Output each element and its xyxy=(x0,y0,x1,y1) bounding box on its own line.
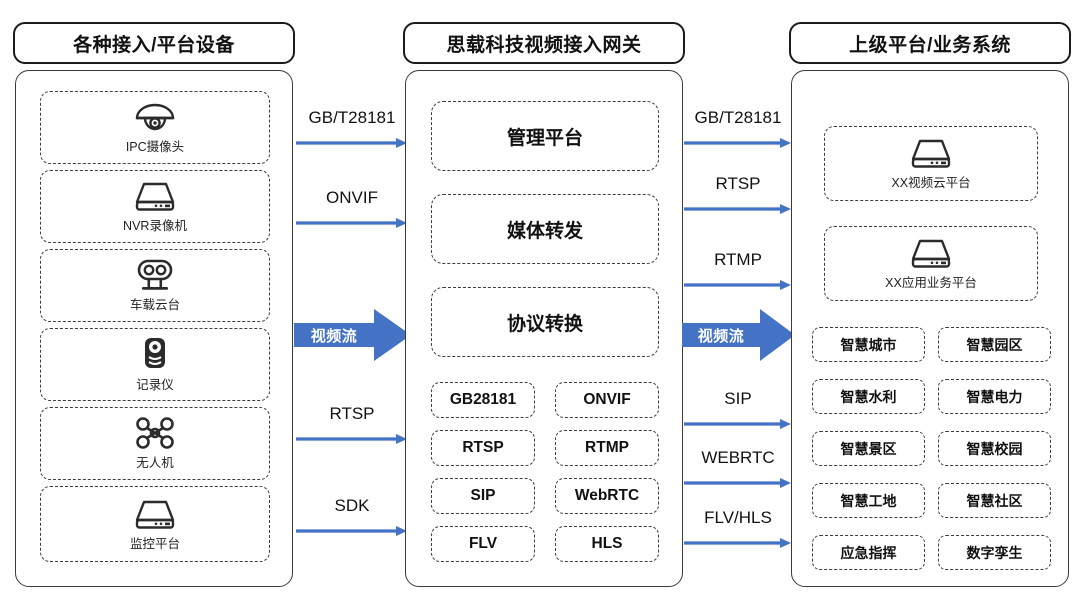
left-column-body: IPC摄像头 NVR录像机 xyxy=(15,70,293,587)
gateway-feature-protocol-convert[interactable]: 协议转换 xyxy=(431,287,659,357)
dome-camera-icon xyxy=(133,100,177,134)
server-platform-icon xyxy=(908,136,954,170)
right-column-header: 上级平台/业务系统 xyxy=(789,22,1071,64)
scenario-smart-park[interactable]: 智慧园区 xyxy=(938,327,1051,362)
body-recorder-icon xyxy=(138,336,172,372)
scenario-label: 智慧城市 xyxy=(840,336,897,353)
nvr-recorder-icon xyxy=(132,179,178,213)
protocol-label: FLV xyxy=(468,535,498,552)
gateway-protocol-onvif[interactable]: ONVIF xyxy=(555,382,659,418)
egress-flow-label-6: FLV/HLS xyxy=(704,508,772,527)
platform-card-video-cloud[interactable]: XX视频云平台 xyxy=(824,126,1038,201)
device-card-nvr[interactable]: NVR录像机 xyxy=(40,170,270,243)
scenario-smart-construction[interactable]: 智慧工地 xyxy=(812,483,925,518)
right-column-title: 上级平台/业务系统 xyxy=(849,34,1011,56)
left-column-title: 各种接入/平台设备 xyxy=(73,34,235,56)
device-label: 监控平台 xyxy=(129,536,180,551)
platform-card-application-business[interactable]: XX应用业务平台 xyxy=(824,226,1038,301)
scenario-smart-water[interactable]: 智慧水利 xyxy=(812,379,925,414)
ingress-flow-label-3: RTSP xyxy=(329,404,375,423)
device-label: 无人机 xyxy=(136,456,174,470)
ingress-flow-label-video-stream: 视频流 xyxy=(310,328,358,345)
ingress-arrow-3 xyxy=(296,432,408,450)
egress-flow-label-4: SIP xyxy=(724,389,752,408)
device-label: IPC摄像头 xyxy=(125,140,185,154)
scenario-digital-twin[interactable]: 数字孪生 xyxy=(938,535,1051,570)
protocol-label: RTMP xyxy=(585,439,629,456)
device-label: 车载云台 xyxy=(129,298,180,312)
device-card-body-recorder[interactable]: 记录仪 xyxy=(40,328,270,401)
platform-label: XX视频云平台 xyxy=(891,176,971,190)
vehicle-ptz-icon xyxy=(132,258,178,292)
ingress-arrow-video-stream xyxy=(294,307,412,368)
device-label: 记录仪 xyxy=(136,378,174,392)
gateway-feature-media-forward[interactable]: 媒体转发 xyxy=(431,194,659,264)
protocol-label: RTSP xyxy=(462,439,504,456)
middle-column-header: 思载科技视频接入网关 xyxy=(403,22,685,64)
drone-icon xyxy=(134,416,176,450)
gateway-protocol-sip[interactable]: SIP xyxy=(431,478,535,514)
protocol-label: ONVIF xyxy=(583,391,631,408)
ingress-flow-label-1: ONVIF xyxy=(326,188,378,207)
egress-flow-label-2: RTMP xyxy=(714,250,762,269)
egress-arrow-0 xyxy=(684,136,792,154)
ingress-arrow-4 xyxy=(296,524,408,542)
protocol-label: WebRTC xyxy=(574,487,640,504)
device-card-vehicle-ptz[interactable]: 车载云台 xyxy=(40,249,270,322)
egress-flow-label-5: WEBRTC xyxy=(701,448,775,467)
gateway-protocol-webrtc[interactable]: WebRTC xyxy=(555,478,659,514)
gateway-protocol-rtsp[interactable]: RTSP xyxy=(431,430,535,466)
scenario-label: 智慧社区 xyxy=(966,492,1023,509)
middle-column-body: 管理平台 媒体转发 协议转换 GB28181 ONVIF RTSP RTMP S… xyxy=(405,70,683,587)
gateway-protocol-hls[interactable]: HLS xyxy=(555,526,659,562)
scenario-label: 智慧景区 xyxy=(840,440,897,457)
gateway-protocol-gb28181[interactable]: GB28181 xyxy=(431,382,535,418)
egress-flow-label-0: GB/T28181 xyxy=(694,108,782,127)
egress-arrow-2 xyxy=(684,278,792,296)
device-card-monitor-platform[interactable]: 监控平台 xyxy=(40,486,270,562)
device-card-ipc-camera[interactable]: IPC摄像头 xyxy=(40,91,270,164)
scenario-label: 智慧校园 xyxy=(966,440,1023,457)
protocol-label: SIP xyxy=(470,487,496,504)
scenario-emergency-command[interactable]: 应急指挥 xyxy=(812,535,925,570)
scenario-smart-campus[interactable]: 智慧校园 xyxy=(938,431,1051,466)
egress-arrow-6 xyxy=(684,536,792,554)
ingress-flow-label-0: GB/T28181 xyxy=(308,108,396,127)
platform-label: XX应用业务平台 xyxy=(885,276,977,290)
scenario-label: 智慧园区 xyxy=(966,336,1023,353)
device-label: NVR录像机 xyxy=(123,219,187,233)
ingress-flow-label-4: SDK xyxy=(334,496,370,515)
egress-arrow-4 xyxy=(684,417,792,435)
scenario-smart-power[interactable]: 智慧电力 xyxy=(938,379,1051,414)
egress-flow-label-1: RTSP xyxy=(715,174,761,193)
egress-flow-label-video-stream: 视频流 xyxy=(697,328,745,345)
scenario-smart-community[interactable]: 智慧社区 xyxy=(938,483,1051,518)
scenario-label: 智慧工地 xyxy=(840,492,897,509)
right-column-body: XX视频云平台 XX应用业务平台 智慧城市 智慧园区 智慧水利 xyxy=(791,70,1069,587)
egress-arrow-5 xyxy=(684,476,792,494)
feature-label: 协议转换 xyxy=(506,313,583,335)
scenario-label: 数字孪生 xyxy=(966,544,1023,561)
left-column-header: 各种接入/平台设备 xyxy=(13,22,295,64)
scenario-smart-scenic[interactable]: 智慧景区 xyxy=(812,431,925,466)
feature-label: 媒体转发 xyxy=(506,220,583,242)
feature-label: 管理平台 xyxy=(506,127,583,149)
ingress-arrow-0 xyxy=(296,136,408,154)
gateway-protocol-flv[interactable]: FLV xyxy=(431,526,535,562)
scenario-label: 应急指挥 xyxy=(840,544,897,561)
device-card-drone[interactable]: 无人机 xyxy=(40,407,270,480)
middle-column-title: 思载科技视频接入网关 xyxy=(446,34,642,56)
egress-arrow-1 xyxy=(684,202,792,220)
gateway-feature-management-platform[interactable]: 管理平台 xyxy=(431,101,659,171)
protocol-label: GB28181 xyxy=(449,391,517,408)
scenario-label: 智慧水利 xyxy=(840,388,897,405)
gateway-protocol-rtmp[interactable]: RTMP xyxy=(555,430,659,466)
scenario-smart-city[interactable]: 智慧城市 xyxy=(812,327,925,362)
ingress-arrow-1 xyxy=(296,216,408,234)
server-platform-icon xyxy=(132,497,178,531)
server-platform-icon xyxy=(908,236,954,270)
scenario-label: 智慧电力 xyxy=(966,388,1023,405)
egress-arrow-video-stream xyxy=(682,307,796,368)
protocol-label: HLS xyxy=(591,535,623,552)
